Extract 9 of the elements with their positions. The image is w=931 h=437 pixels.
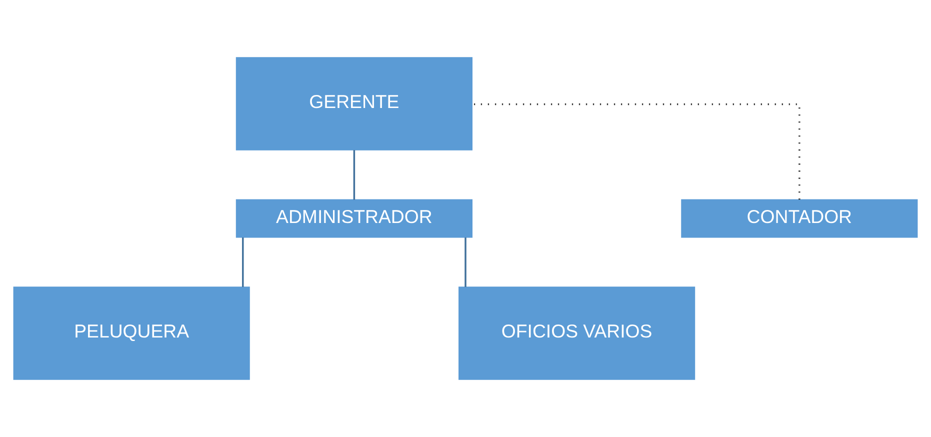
- connector: [464, 237, 466, 288]
- connector: [353, 150, 356, 200]
- node-box: OFICIOS VARIOS: [458, 286, 696, 380]
- node-box: PELUQUERA: [13, 286, 250, 380]
- node-box: CONTADOR: [681, 199, 918, 238]
- node-box: GERENTE: [236, 57, 472, 150]
- connector: [472, 103, 800, 200]
- connector: [242, 237, 244, 288]
- node-box: ADMINISTRADOR: [236, 199, 472, 238]
